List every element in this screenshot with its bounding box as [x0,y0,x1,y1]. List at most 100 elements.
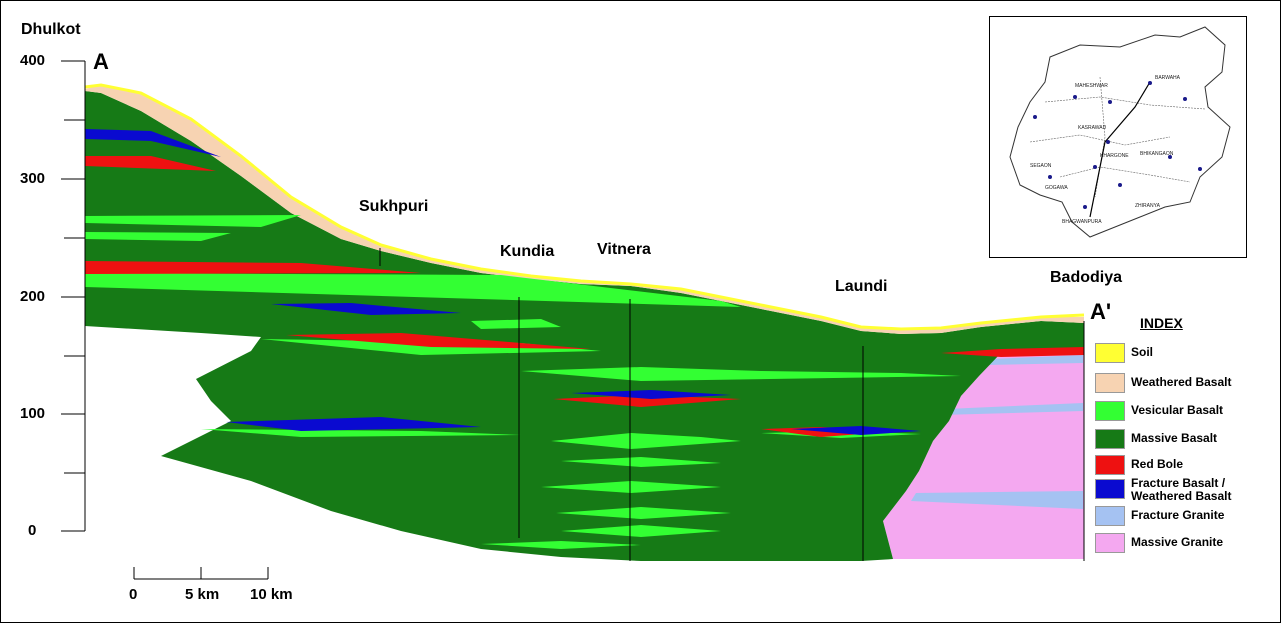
inset-map-drawing: MAHESHWAR BARWAHA KASRAWAD BHIKANGAON SE… [1009,26,1231,238]
legend-label: Massive Basalt [1131,431,1218,445]
y-tick-label: 0 [28,522,37,539]
inset-label: BHIKANGAON [1140,151,1174,157]
well-marker [1183,97,1187,101]
y-tick-label: 300 [20,170,46,187]
label-badodiya: Badodiya [1050,269,1123,286]
inset-location-map: MAHESHWAR BARWAHA KASRAWAD BHIKANGAON SE… [989,16,1247,258]
massive-basalt-layer [85,91,1084,561]
legend-label: Weathered Basalt [1131,375,1232,389]
well-marker [1118,183,1122,187]
vesicular-basalt-lens [551,433,741,449]
scale-bar-label: 0 [129,586,138,603]
well-marker [1198,167,1202,171]
fracture-basalt-lenses [85,129,921,435]
vesicular-basalt-lens [85,273,741,307]
fracture-basalt-lens [226,417,481,431]
inset-label: SEGAON [1030,163,1052,169]
legend-item: Soil [1095,343,1280,365]
label-sukhpuri: Sukhpuri [359,198,429,215]
legend-item: Vesicular Basalt [1095,401,1280,423]
well-marker [1083,205,1087,209]
y-tick-label: 100 [20,405,46,422]
legend-label: Red Bole [1131,457,1184,471]
inset-label: MAHESHWAR [1075,83,1108,89]
fracture-granite-band [911,491,1083,509]
scale-bar-label: 5 km [185,586,220,603]
label-laundi: Laundi [835,278,888,295]
fracture-basalt-lens [85,129,221,157]
legend-swatch [1095,373,1125,393]
y-tick-label: 200 [20,288,46,305]
label-kundia: Kundia [500,243,555,260]
legend-swatch [1095,343,1125,363]
legend-label: Fracture Granite [1131,508,1225,522]
legend-title: INDEX [1140,315,1183,331]
soil-layer [84,83,1085,331]
legend-label: Fracture Basalt / Weathered Basalt [1131,476,1232,503]
legend-label: Soil [1131,345,1154,359]
legend-swatch [1095,401,1125,421]
well-marker [1106,140,1110,144]
legend-item: Fracture Basalt / Weathered Basalt [1095,476,1280,503]
vesicular-basalt-lens [85,215,301,227]
scale-bar [133,567,269,580]
inset-label: GOGAWA [1045,185,1068,191]
legend-item: Fracture Granite [1095,506,1280,528]
well-marker [1093,165,1097,169]
y-tick-label: 400 [20,52,46,69]
label-dhulkot: Dhulkot [21,21,81,38]
scale-bar-label: 10 km [250,586,293,603]
well-marker [1108,100,1112,104]
legend-label: Massive Granite [1131,535,1224,549]
inset-label: KASRAWAD [1078,125,1107,131]
legend-label: Vesicular Basalt [1131,403,1224,417]
well-markers [1033,81,1202,209]
label-section-end: A' [1090,299,1112,324]
well-marker [1073,95,1077,99]
well-marker [1048,175,1052,179]
well-marker [1033,115,1037,119]
legend-swatch [1095,479,1125,499]
fracture-basalt-lens [271,303,461,315]
district-boundary [1009,26,1231,238]
inset-label: KHARGONE [1100,153,1129,159]
legend-item: Weathered Basalt [1095,373,1280,395]
vesicular-basalt-lens [521,367,961,381]
red-bole-lens [553,395,741,407]
vesicular-basalt-lens [201,429,521,437]
red-bole-lens [286,333,591,349]
inset-label: ZHIRANYA [1135,203,1161,209]
vesicular-basalt-lens [541,481,721,493]
inset-label: BHAGWANPURA [1062,219,1102,225]
vesicular-basalt-lens [85,232,231,241]
legend-swatch [1095,506,1125,526]
legend-item: Red Bole [1095,455,1280,477]
district-internal-boundary [1029,76,1206,198]
vesicular-basalt-lens [561,525,721,537]
fracture-basalt-lens [571,390,731,399]
legend-item: Massive Basalt [1095,429,1280,451]
fracture-granite-band [941,403,1083,415]
legend-swatch [1095,533,1125,553]
label-section-start: A [93,49,109,74]
well-marker [1148,81,1152,85]
fracture-granite-band [986,355,1083,365]
legend-swatch [1095,429,1125,449]
well-lines [379,248,1085,561]
inset-map-labels: MAHESHWAR BARWAHA KASRAWAD BHIKANGAON SE… [1030,75,1181,225]
inset-label: BARWAHA [1155,75,1181,81]
red-bole-lens [85,261,421,274]
fracture-basalt-lens [791,426,921,435]
well-marker [1168,155,1172,159]
massive-granite-layer [883,351,1084,559]
red-bole-lenses [85,156,1084,437]
red-bole-lens [941,347,1084,357]
vesicular-basalt-lens [561,457,721,467]
vesicular-basalt-lens [471,319,561,329]
y-axis [61,60,86,532]
label-vitnera: Vitnera [597,241,651,258]
section-line [1089,81,1151,218]
vesicular-basalt-lens [556,507,731,519]
red-bole-lens [85,156,216,171]
